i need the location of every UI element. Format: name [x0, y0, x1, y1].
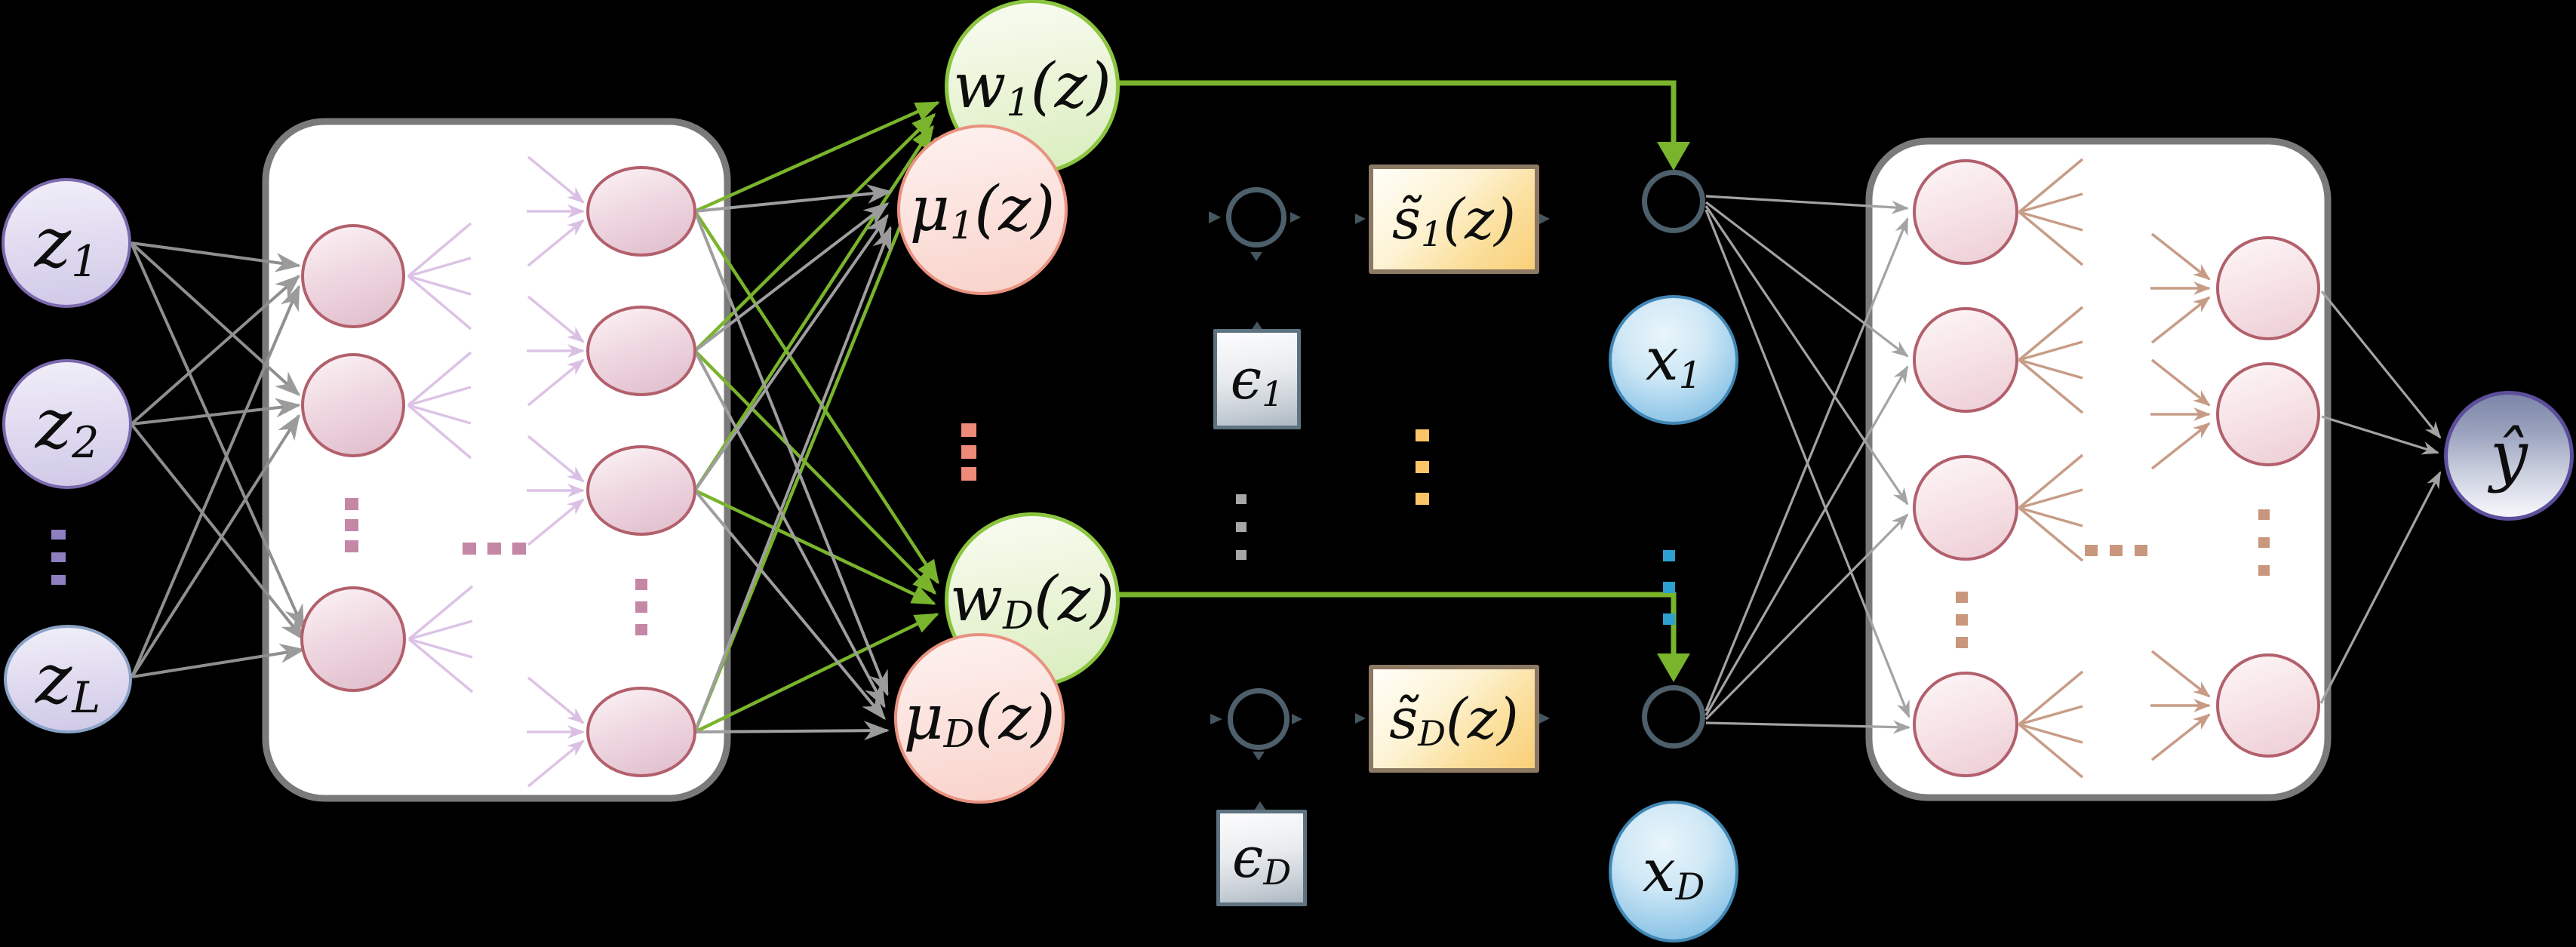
encoder-to-w-links [693, 100, 940, 734]
input-node-zL: zL [4, 625, 132, 733]
decoder-to-output-links [2319, 290, 2442, 704]
hidden-neuron [1913, 455, 2018, 561]
label-main: w [949, 564, 1004, 635]
vertical-ellipsis-dots-w-mu [961, 423, 976, 481]
label-suffix: (z) [1446, 686, 1519, 752]
label-sub: D [1675, 866, 1705, 909]
vertical-ellipsis-dots-encoder-layer2 [635, 579, 647, 635]
label-main: w [953, 51, 1007, 122]
hidden-neuron [586, 687, 696, 777]
scale-box-sD: s̃D(z) [1369, 665, 1539, 773]
label-main: x [1642, 838, 1676, 905]
output-node-yhat: ŷ [2444, 391, 2574, 521]
hidden-neuron [301, 353, 405, 457]
vertical-ellipsis-dots-encoder-layer1 [345, 498, 358, 552]
input-node-z2: z2 [2, 359, 132, 489]
label-sub: 2 [72, 417, 100, 468]
vertical-ellipsis-dots-x [1663, 550, 1675, 625]
label-sub: D [1418, 712, 1446, 754]
feature-node-xD: xD [1609, 801, 1738, 942]
label-suffix: (z) [1443, 186, 1516, 252]
hidden-neuron [586, 445, 696, 536]
sample-ring-D [1642, 685, 1705, 749]
label-sub: 1 [1421, 213, 1443, 254]
label-suffix: (z) [1033, 564, 1115, 635]
noise-box-epsD: ϵD [1216, 810, 1307, 906]
hidden-neuron [586, 166, 696, 257]
label-sub: 1 [1678, 354, 1702, 397]
hidden-neuron [2216, 653, 2320, 758]
noise-box-eps1: ϵ1 [1213, 329, 1301, 429]
x-network-box [1865, 137, 2332, 801]
operation-ticks [1209, 211, 1550, 810]
vertical-ellipsis-dots-decoder-layer2 [2258, 509, 2270, 576]
label-sub: 1 [1006, 80, 1031, 125]
label-main: ϵ [1231, 826, 1264, 890]
hidden-neuron [1913, 307, 2018, 413]
label-suffix: (z) [974, 174, 1056, 245]
label-suffix: (z) [974, 682, 1056, 754]
vertical-ellipsis-dots-decoder-layer1 [1956, 592, 1968, 648]
label-main: ŷ [2490, 417, 2528, 494]
label-main: z [35, 383, 72, 464]
label-sub: 1 [71, 236, 99, 287]
encoder-hidden-links-out [407, 222, 474, 693]
vertical-ellipsis-dots-z [51, 530, 66, 585]
sample-ring-1 [1642, 170, 1705, 233]
label-main: μ [903, 682, 944, 754]
ring-to-decoder-links [1705, 195, 1910, 734]
horizontal-ellipsis-dots-encoder [463, 543, 526, 555]
w-to-ring-elbow-arrows [1118, 80, 1677, 656]
label-sub: L [72, 672, 101, 723]
label-main: s̃ [1392, 186, 1422, 252]
encoder-hidden-links-in [527, 155, 585, 788]
scale-box-s1: s̃1(z) [1369, 164, 1539, 274]
feature-node-x1: x1 [1609, 295, 1738, 425]
hidden-neuron [300, 586, 406, 692]
label-suffix: (z) [1030, 51, 1111, 122]
input-to-encoder-arrows [130, 241, 306, 678]
encoder-to-mu-links [693, 184, 893, 741]
hidden-neuron [301, 224, 405, 328]
hidden-neuron [1913, 672, 2018, 777]
label-sub: D [1003, 593, 1034, 638]
decoder-hidden-links-out [2018, 158, 2084, 779]
label-main: μ [909, 174, 950, 245]
horizontal-ellipsis-dots-decoder [2085, 545, 2147, 556]
decoder-hidden-links-in [2150, 232, 2211, 761]
label-main: x [1645, 326, 1679, 394]
vertical-ellipsis-dots-eps [1236, 494, 1247, 560]
label-main: z [34, 202, 72, 283]
elbow-arrowheads [1657, 142, 1690, 682]
label-sub: D [1263, 852, 1292, 893]
hidden-neuron [586, 306, 696, 396]
mean-node-muD: μD(z) [894, 633, 1065, 804]
label-main: ϵ [1230, 346, 1262, 412]
input-node-z1: z1 [2, 178, 131, 308]
hidden-neuron [2216, 236, 2320, 340]
hidden-neuron [1913, 159, 2018, 265]
label-sub: 1 [1262, 373, 1284, 414]
mean-node-mu1: μ1(z) [897, 125, 1068, 295]
label-sub: D [943, 712, 975, 757]
label-main: z [35, 638, 72, 719]
operation-ring-1 [1226, 187, 1286, 248]
hidden-neuron [2216, 362, 2320, 466]
operation-ring-D [1228, 688, 1290, 750]
label-main: s̃ [1389, 686, 1419, 752]
vertical-ellipsis-dots-s [1416, 429, 1429, 505]
label-sub: 1 [949, 203, 975, 248]
